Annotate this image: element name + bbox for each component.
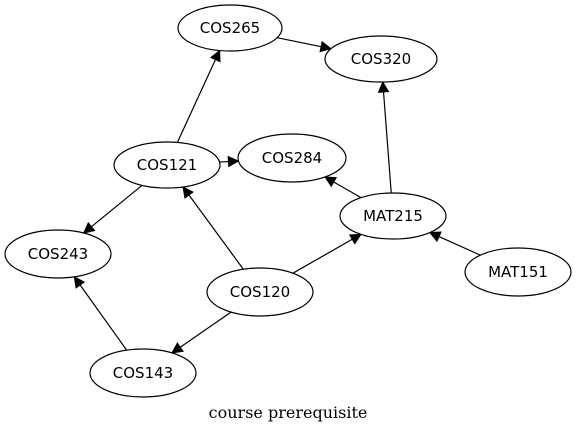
node-label-cos121: COS121 bbox=[137, 156, 197, 174]
arrowhead bbox=[319, 40, 333, 53]
edge-line bbox=[91, 184, 143, 228]
node-label-cos120: COS120 bbox=[230, 283, 290, 301]
arrowhead bbox=[182, 186, 194, 199]
node-label-cos320: COS320 bbox=[351, 50, 411, 68]
edge-line bbox=[292, 238, 353, 274]
node-cos265[interactable]: COS265 bbox=[177, 4, 283, 52]
edge-line bbox=[333, 181, 362, 199]
node-label-cos265: COS265 bbox=[200, 19, 260, 37]
edge-cos120-to-mat215 bbox=[292, 233, 362, 274]
node-cos320[interactable]: COS320 bbox=[324, 35, 438, 83]
edge-mat215-to-cos284 bbox=[324, 176, 362, 199]
node-label-cos143: COS143 bbox=[113, 364, 173, 382]
edge-cos121-to-cos284 bbox=[219, 155, 240, 168]
node-cos284[interactable]: COS284 bbox=[237, 133, 347, 183]
edges-layer bbox=[73, 37, 481, 354]
edge-line bbox=[188, 194, 244, 270]
edge-cos143-to-cos243 bbox=[73, 275, 128, 351]
edge-line bbox=[382, 91, 392, 194]
node-mat215[interactable]: MAT215 bbox=[339, 192, 447, 240]
edge-line bbox=[79, 284, 128, 351]
arrowhead bbox=[209, 49, 221, 63]
arrowhead bbox=[377, 80, 390, 93]
arrowhead bbox=[428, 231, 442, 243]
node-label-cos243: COS243 bbox=[28, 245, 88, 263]
edge-mat151-to-mat215 bbox=[428, 231, 481, 256]
edge-cos120-to-cos143 bbox=[171, 311, 232, 354]
arrowhead bbox=[348, 233, 362, 245]
arrowhead bbox=[73, 275, 86, 289]
arrowhead bbox=[82, 221, 96, 234]
node-mat151[interactable]: MAT151 bbox=[464, 247, 572, 297]
node-cos143[interactable]: COS143 bbox=[89, 348, 197, 398]
arrowhead bbox=[324, 176, 338, 188]
edge-cos121-to-cos265 bbox=[176, 49, 221, 143]
node-label-cos284: COS284 bbox=[262, 149, 322, 167]
edge-line bbox=[277, 37, 322, 48]
node-cos121[interactable]: COS121 bbox=[113, 141, 221, 189]
node-cos120[interactable]: COS120 bbox=[206, 267, 314, 317]
edge-line bbox=[176, 59, 217, 143]
edge-cos121-to-cos243 bbox=[82, 184, 143, 234]
arrowhead bbox=[227, 155, 240, 168]
edge-cos120-to-cos121 bbox=[182, 186, 244, 270]
edge-line bbox=[438, 236, 481, 256]
arrowhead bbox=[171, 342, 184, 354]
edge-line bbox=[179, 311, 232, 348]
node-label-mat215: MAT215 bbox=[363, 207, 423, 225]
graph-caption: course prerequisite bbox=[209, 403, 368, 422]
node-cos243[interactable]: COS243 bbox=[4, 229, 112, 279]
edge-mat215-to-cos320 bbox=[377, 80, 392, 194]
edge-cos265-to-cos320 bbox=[277, 37, 333, 53]
node-label-mat151: MAT151 bbox=[488, 263, 548, 281]
